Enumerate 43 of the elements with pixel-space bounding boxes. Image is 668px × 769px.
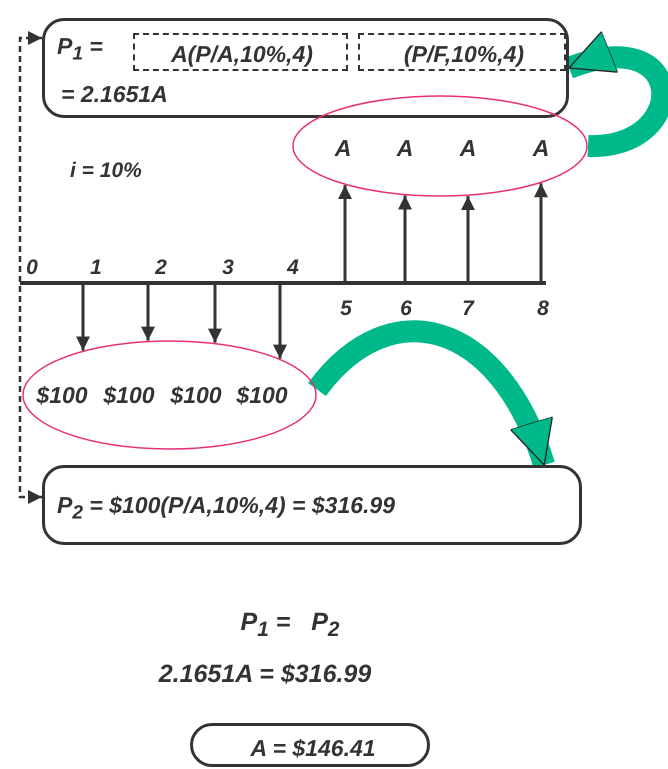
cash-flow-arrow — [273, 285, 287, 359]
time-axis — [20, 281, 546, 285]
equation-text: 2.1651A = $316.99 — [158, 662, 372, 687]
period-number: 0 — [26, 257, 38, 278]
cash-flow-amount: A — [532, 137, 550, 160]
formula-box — [42, 18, 569, 118]
highlight-ellipse — [292, 95, 588, 197]
period-number: 1 — [90, 257, 102, 278]
cash-flow-amount: A — [334, 137, 352, 160]
cash-flow-arrow — [208, 285, 222, 343]
cash-flow-amount: $100 — [170, 384, 222, 407]
cash-flow-arrow — [76, 285, 90, 350]
cash-flow-amount: $100 — [36, 384, 88, 407]
double-arrow — [18, 31, 42, 504]
cash-flow-arrow — [141, 285, 155, 341]
formula-text: (P/F,10%,4) — [404, 43, 524, 66]
cash-flow-amount: A — [396, 137, 414, 160]
period-number: 2 — [155, 257, 167, 278]
formula-text: = 2.1651A — [61, 83, 168, 106]
equation-text: P$_{1}$ = P$_{2}$ — [240, 610, 340, 641]
cash-flow-amount: A — [460, 137, 476, 160]
formula-text: A(P/A,10%,4) — [171, 43, 313, 66]
formula-box — [42, 465, 582, 545]
cash-flow-arrow — [461, 196, 475, 281]
period-number: 8 — [537, 298, 549, 319]
period-number: 3 — [222, 257, 234, 278]
formula-text: P$_{2}$ = $100(P/A,10%,4) = $316.99 — [57, 494, 395, 523]
cash-flow-arrow — [338, 185, 352, 281]
period-number: 5 — [340, 298, 352, 319]
cash-flow-arrow — [534, 183, 548, 281]
period-number: 7 — [462, 298, 474, 319]
formula-text: A = $146.41 — [250, 737, 376, 760]
result-box — [190, 723, 430, 767]
cash-flow-arrow — [398, 196, 412, 281]
period-number: 4 — [287, 257, 299, 278]
highlight-ellipse — [22, 340, 317, 450]
cash-flow-amount: $100 — [103, 384, 155, 407]
factor-box — [358, 33, 566, 71]
formula-text: P$_{1}$ = — [57, 35, 103, 64]
cash-flow-amount: $100 — [236, 384, 288, 407]
interest-rate-label: i = 10% — [70, 160, 142, 181]
period-number: 6 — [400, 298, 412, 319]
factor-box — [133, 33, 348, 71]
